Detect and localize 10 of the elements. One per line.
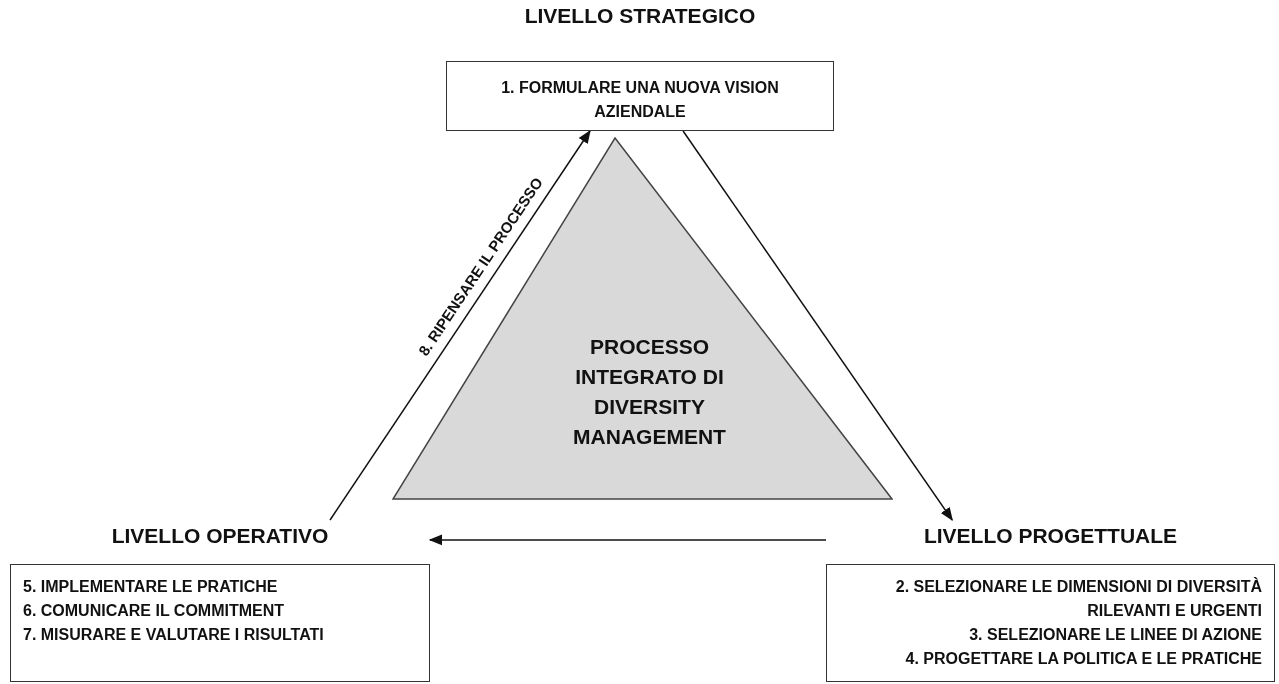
level-heading: LIVELLO STRATEGICO xyxy=(524,4,756,28)
process-label: PROCESSO INTEGRATO DI DIVERSITY MANAGEMENT xyxy=(572,334,727,450)
text-box: 5. IMPLEMENTARE LE PRATICHE 6. COMUNICARE IL COMMITMENT 7. MISURARE E VALUTARE I RISULTATI xyxy=(10,564,430,682)
arrow xyxy=(329,129,591,521)
level-heading: LIVELLO OPERATIVO xyxy=(111,524,329,548)
text-box: 2. SELEZIONARE LE DIMENSIONI DI DIVERSITÀ RILEVANTI E URGENTI 3. SELEZIONARE LE LINEE DI AZIONE 4. PROGETTARE LA POLITICA E LE PRATICHE xyxy=(826,564,1275,682)
arrow xyxy=(682,130,953,522)
level-heading: LIVELLO PROGETTUALE xyxy=(923,524,1178,548)
text-box: 1. FORMULARE UNA NUOVA VISION AZIENDALE xyxy=(446,61,834,131)
arrow xyxy=(428,534,827,546)
